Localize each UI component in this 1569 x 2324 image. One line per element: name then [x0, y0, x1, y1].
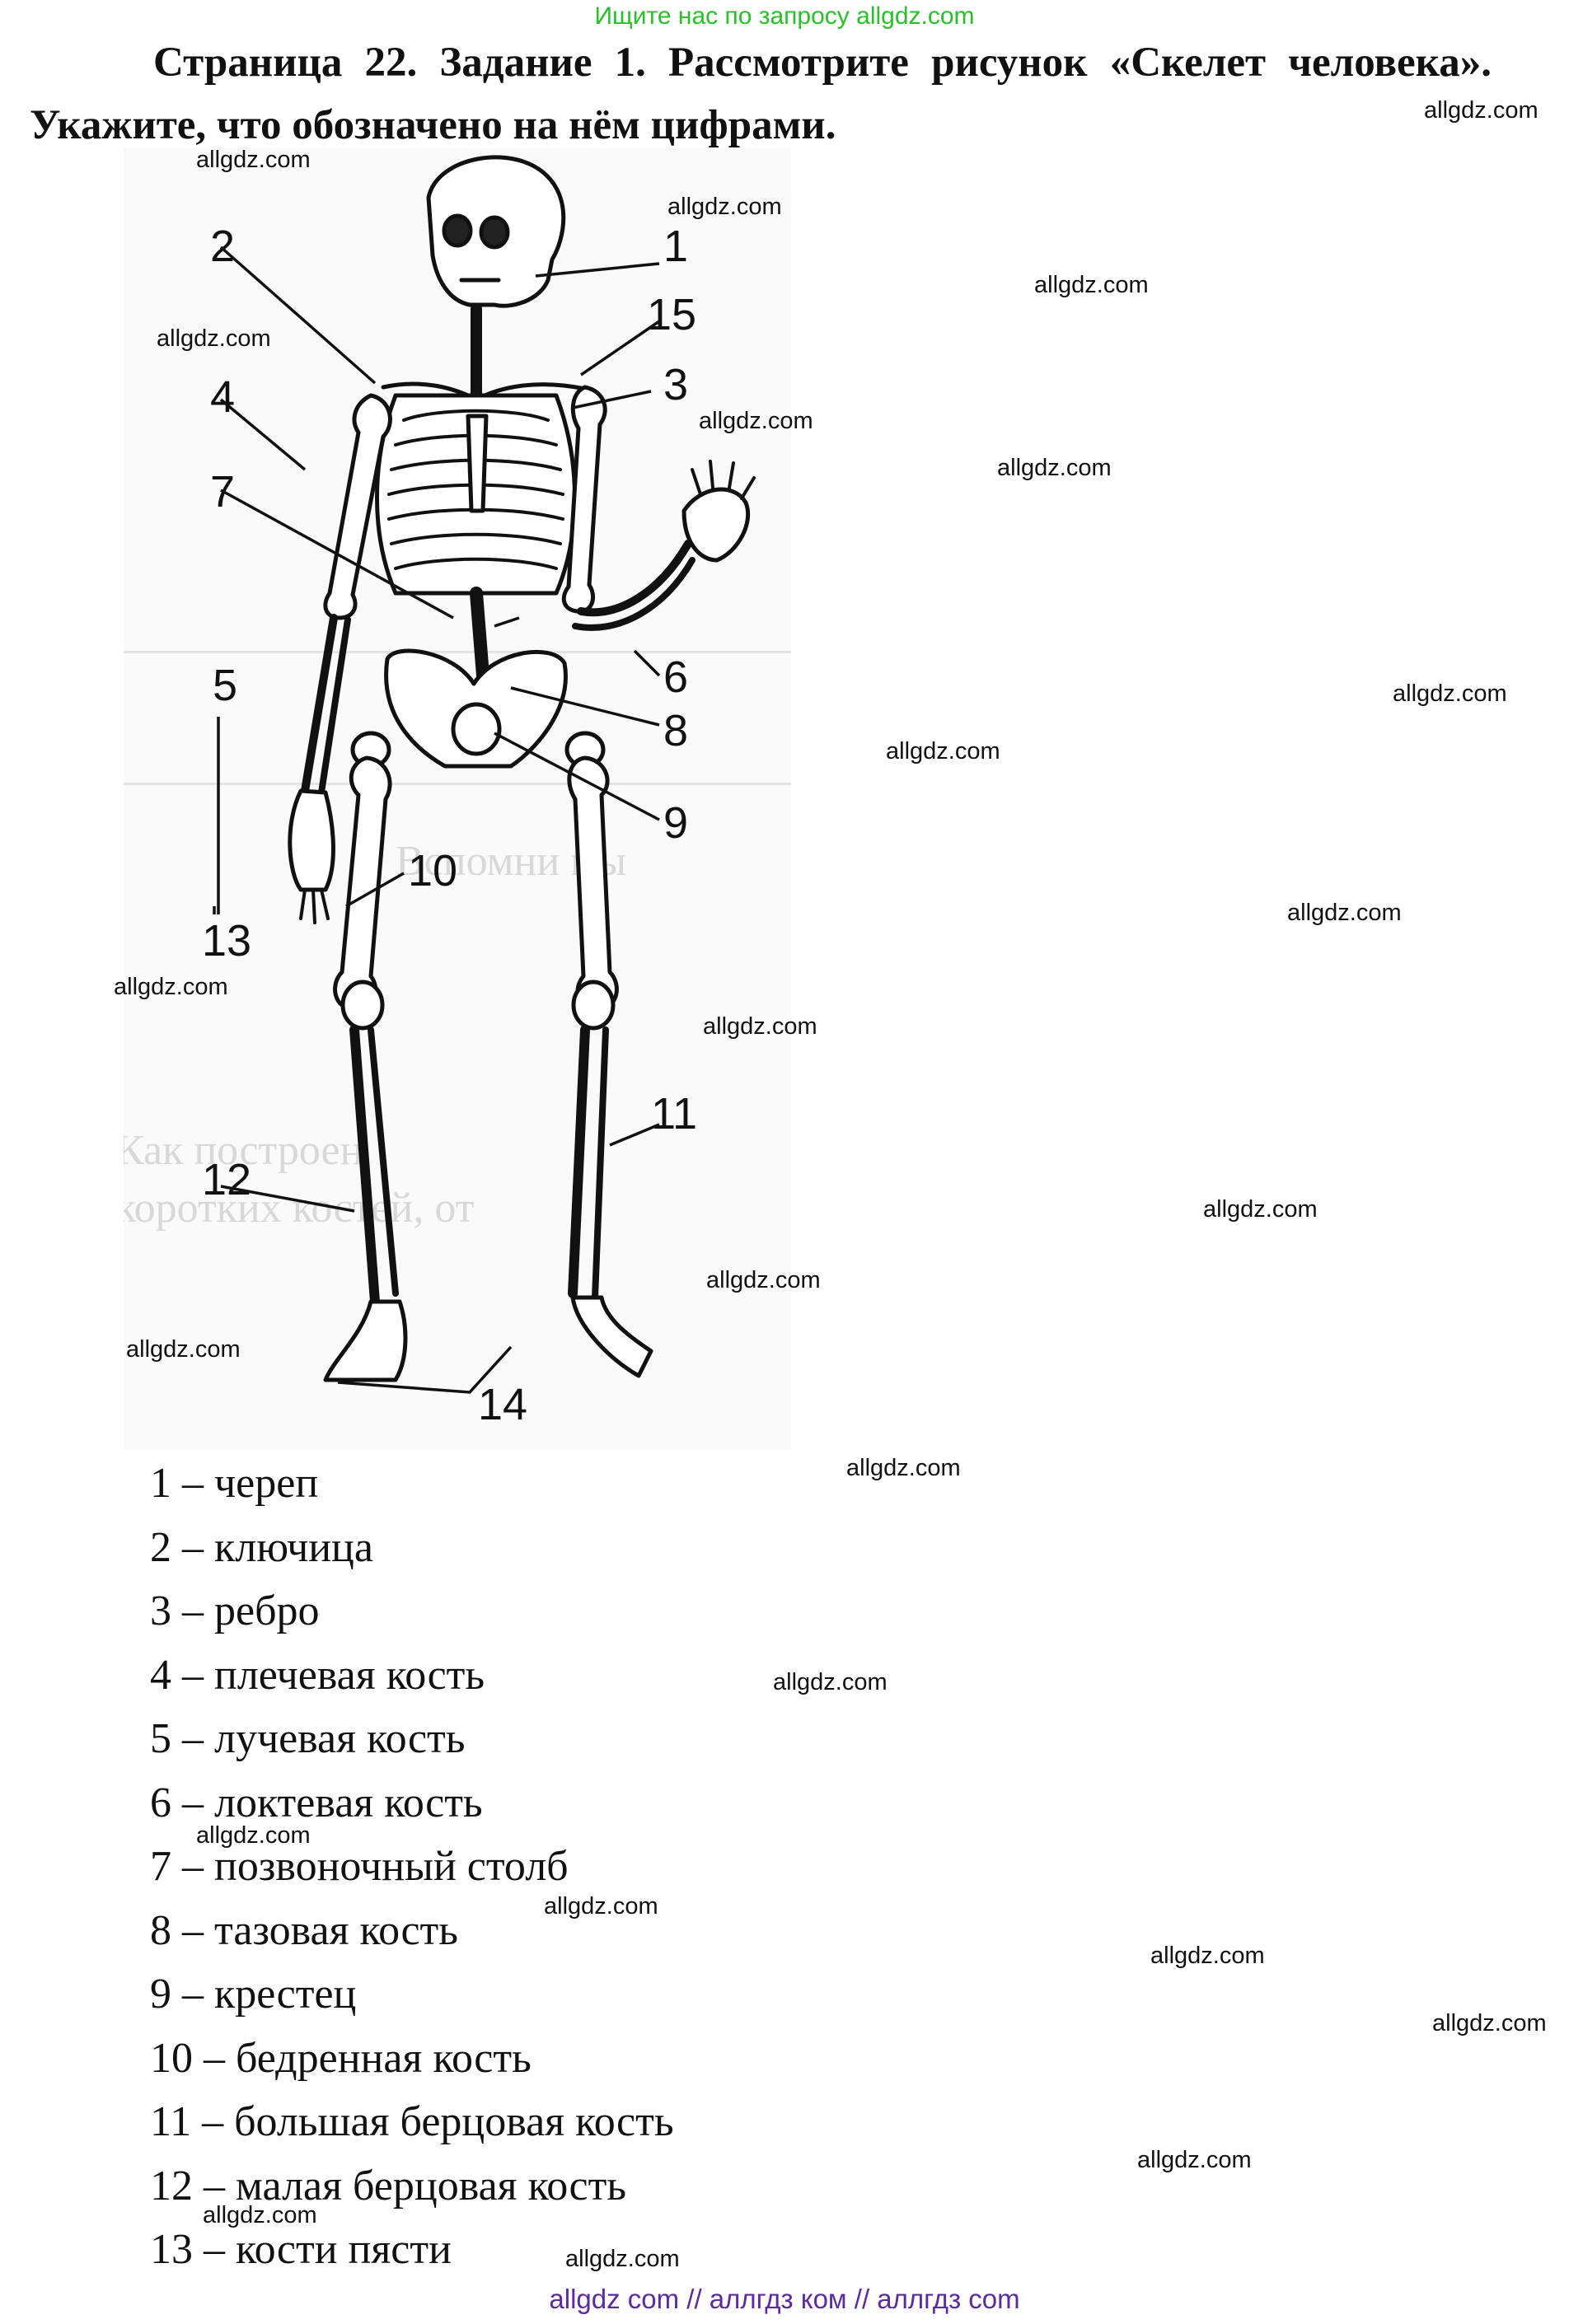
watermark: allgdz.com: [1432, 2010, 1547, 2036]
figure-label-9: 9: [663, 798, 689, 848]
answer-item: 5 – лучевая кость: [150, 1715, 466, 1762]
figure-label-10: 10: [408, 846, 458, 895]
bg-text-4: коротких костей, от: [124, 1185, 474, 1232]
watermark: allgdz.com: [196, 147, 311, 173]
figure-label-15: 15: [647, 290, 697, 339]
watermark: allgdz.com: [1034, 272, 1149, 298]
humerus-left: [323, 393, 392, 620]
watermark: allgdz.com: [1137, 2147, 1252, 2173]
task-heading: Страница 22. Задание 1. Рассмотрите рису…: [30, 40, 1492, 148]
skeleton-figure: о ф Вспомни мы Как построен коротких кос…: [124, 148, 791, 1450]
watermark: allgdz.com: [126, 1336, 241, 1363]
watermark: allgdz.com: [706, 1267, 821, 1293]
watermark: allgdz.com: [846, 1455, 961, 1481]
answer-list: 1 – череп 2 – ключица 3 – ребро 4 – плеч…: [150, 1452, 674, 2282]
figure-label-14: 14: [478, 1380, 528, 1429]
watermark: allgdz.com: [196, 1822, 311, 1849]
watermark: allgdz.com: [997, 455, 1112, 481]
skeleton-drawing: о ф Вспомни мы Как построен коротких кос…: [124, 155, 791, 1394]
bg-text-3: Как построен: [124, 1127, 363, 1174]
answer-item: 4 – плечевая кость: [150, 1651, 485, 1699]
figure-label-7: 7: [210, 467, 236, 517]
figure-label-8: 8: [663, 706, 689, 755]
answer-item: 12 – малая берцовая кость: [150, 2162, 627, 2209]
watermark: allgdz.com: [699, 408, 813, 434]
figure-label-13: 13: [202, 916, 252, 966]
answer-item: 9 – крестец: [150, 1971, 357, 2018]
watermark: allgdz.com: [544, 1893, 658, 1920]
figure-label-12: 12: [202, 1155, 252, 1204]
answer-item: 7 – позвоночный столб: [150, 1843, 569, 1890]
figure-label-5: 5: [213, 661, 238, 710]
watermark: allgdz.com: [1150, 1943, 1265, 1969]
watermark: allgdz.com: [667, 194, 782, 220]
watermark: allgdz.com: [114, 974, 228, 1000]
femur-left: [333, 755, 392, 1012]
watermark: allgdz.com: [565, 2246, 680, 2272]
footer-links[interactable]: allgdz com // аллгдз ком // аллгдз com: [549, 2284, 1020, 2314]
answer-item: 10 – бедренная кость: [150, 2034, 532, 2082]
answer-item: 13 – кости пясти: [150, 2226, 452, 2273]
watermark: allgdz.com: [886, 738, 1000, 765]
figure-label-1: 1: [663, 222, 689, 271]
answer-item: 6 – локтевая кость: [150, 1779, 483, 1826]
top-banner[interactable]: Ищите нас по запросу allgdz.com: [594, 2, 975, 30]
watermark: allgdz.com: [1203, 1196, 1318, 1223]
watermark: allgdz.com: [157, 325, 271, 352]
watermark: allgdz.com: [1424, 97, 1539, 124]
figure-label-6: 6: [663, 652, 689, 702]
figure-label-2: 2: [210, 222, 236, 271]
answer-item: 1 – череп: [150, 1460, 319, 1507]
figure-label-3: 3: [663, 360, 689, 409]
watermark: allgdz.com: [1393, 680, 1507, 707]
answer-item: 2 – ключица: [150, 1523, 373, 1571]
answer-item: 3 – ребро: [150, 1588, 320, 1634]
watermark: allgdz.com: [703, 1013, 817, 1040]
watermark: allgdz.com: [773, 1669, 888, 1695]
figure-label-4: 4: [210, 372, 236, 422]
figure-label-11: 11: [651, 1089, 698, 1139]
watermark: allgdz.com: [203, 2202, 317, 2228]
answer-item: 8 – тазовая кость: [150, 1906, 458, 1954]
watermark: allgdz.com: [1287, 900, 1402, 926]
answer-item: 11 – большая берцовая кость: [150, 2098, 674, 2145]
